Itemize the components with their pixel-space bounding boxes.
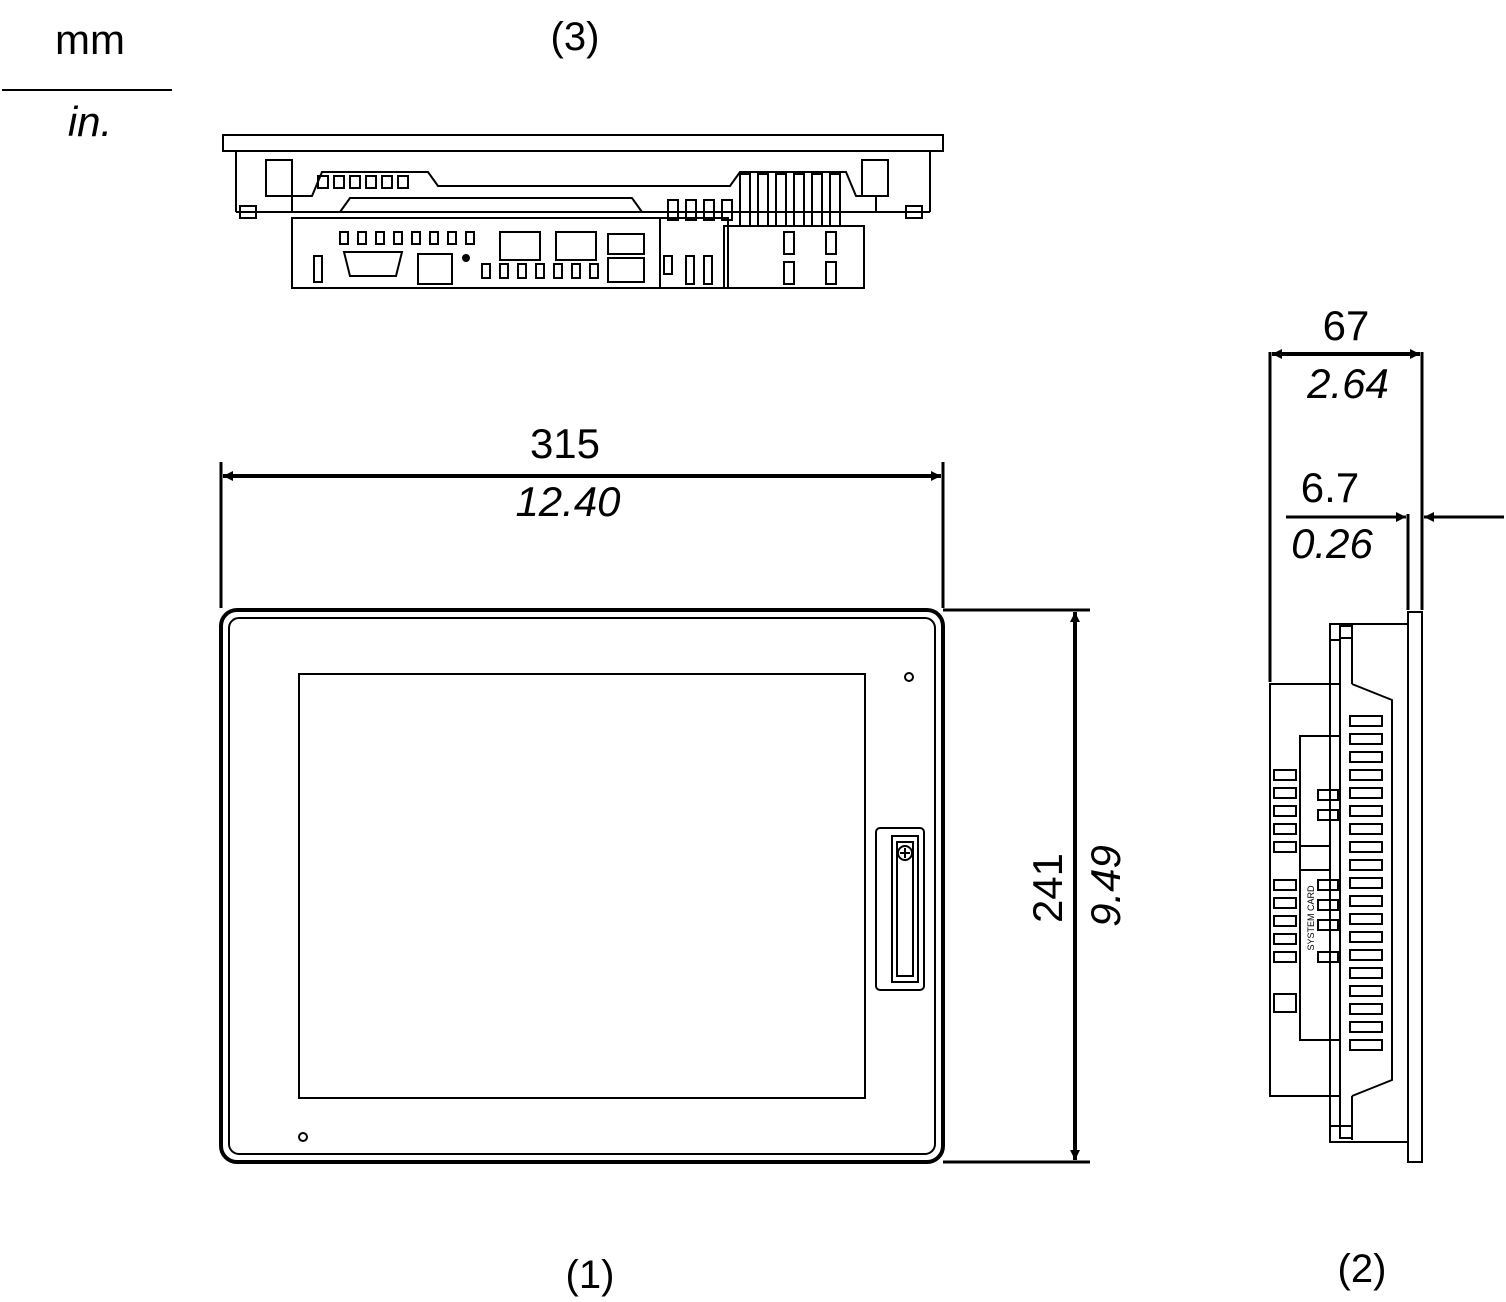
serial-port [342,251,404,277]
top-vent-row-left [317,175,409,189]
width-mm: 315 [530,420,600,467]
depth-mm: 67 [1323,302,1370,349]
ethernet-port-3 [555,231,597,261]
bezel-mm: 6.7 [1301,464,1359,511]
front-view [219,608,945,1164]
top-vent-row-right [667,173,841,227]
ethernet-port-2 [499,231,541,261]
depth-in: 2.64 [1306,360,1389,407]
top-view-connector-panel [291,217,729,289]
side-bezel [1407,611,1423,1163]
indicator-led-top [904,672,914,682]
unit-mm: mm [55,16,125,63]
indicator-led-bottom [298,1132,308,1142]
front-bezel [219,608,945,1164]
unit-legend: mm in. [2,16,172,145]
usb-port-2 [607,257,645,283]
display-screen [298,673,866,1099]
usb-port-1 [607,233,645,255]
side-view: SYSTEM CARD [1269,611,1423,1163]
height-in: 9.49 [1082,845,1129,927]
cover-screw-icon [897,845,913,861]
connector-panel-vents [313,231,837,285]
ethernet-port-1 [417,253,453,285]
view-label-front: (1) [566,1253,615,1297]
side-vents-right [1349,715,1383,1051]
bezel-in: 0.26 [1291,520,1373,567]
view-label-top: (3) [551,15,600,59]
side-vents-left [1273,769,1339,1013]
height-mm: 241 [1024,853,1071,923]
top-view [222,134,944,289]
width-in: 12.40 [515,478,621,525]
width-dimension: 315 12.40 [219,420,945,608]
top-view-bezel [222,134,944,152]
bezel-dimension: 6.7 0.26 [1286,464,1504,610]
system-card-label: SYSTEM CARD [1306,885,1316,951]
depth-dimension: 67 2.64 [1268,302,1424,682]
height-dimension: 241 9.49 [943,608,1129,1164]
card-slot-cover [875,827,925,991]
unit-inch: in. [68,98,112,145]
view-label-side: (2) [1338,1247,1387,1291]
